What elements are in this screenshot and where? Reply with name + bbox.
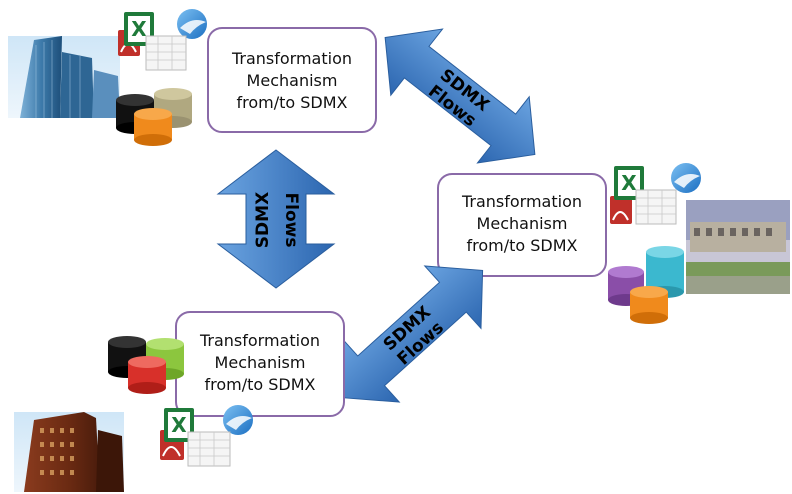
arrow-left-label1: SDMX <box>253 192 273 248</box>
building-photo-campus <box>686 200 790 294</box>
sdmx-flows-arrow-top-right: SDMX Flows <box>384 28 536 164</box>
box-bottom-line2: Mechanism <box>215 353 306 372</box>
spreadsheet-sheet-icon <box>145 35 187 71</box>
spreadsheet-sheet-icon <box>635 189 677 225</box>
box-bottom-line1: Transformation <box>199 331 320 350</box>
right-site: X <box>608 163 790 324</box>
transformation-box-bottom: Transformation Mechanism from/to SDMX <box>175 311 345 417</box>
excel-icon: X <box>164 408 194 442</box>
box-top-line2: Mechanism <box>247 71 338 90</box>
excel-letter: X <box>131 17 147 41</box>
box-top-line1: Transformation <box>231 49 352 68</box>
box-right-line3: from/to SDMX <box>466 236 577 255</box>
box-right-line1: Transformation <box>461 192 582 211</box>
thunderbird-icon <box>671 163 701 193</box>
database-cylinders-icon <box>116 88 192 146</box>
database-cylinders-icon <box>608 246 684 324</box>
top-left-site: X <box>8 9 207 146</box>
arrow-left-label2: Flows <box>281 193 301 248</box>
transformation-box-right: Transformation Mechanism from/to SDMX <box>437 173 607 277</box>
database-cylinders-icon <box>108 336 184 394</box>
box-right-line2: Mechanism <box>477 214 568 233</box>
thunderbird-icon <box>223 405 253 435</box>
pdf-icon <box>610 196 632 224</box>
box-bottom-line3: from/to SDMX <box>204 375 315 394</box>
transformation-box-top: Transformation Mechanism from/to SDMX <box>207 27 377 133</box>
excel-letter: X <box>621 171 637 195</box>
box-top-line3: from/to SDMX <box>236 93 347 112</box>
excel-letter: X <box>171 413 187 437</box>
thunderbird-icon <box>177 9 207 39</box>
spreadsheet-sheet-icon <box>187 431 231 467</box>
building-photo-glass-tower <box>8 36 120 118</box>
sdmx-flows-arrow-left: SDMX Flows <box>216 149 336 289</box>
building-photo-brick-tower <box>14 412 124 492</box>
bottom-left-site: X <box>14 336 253 492</box>
